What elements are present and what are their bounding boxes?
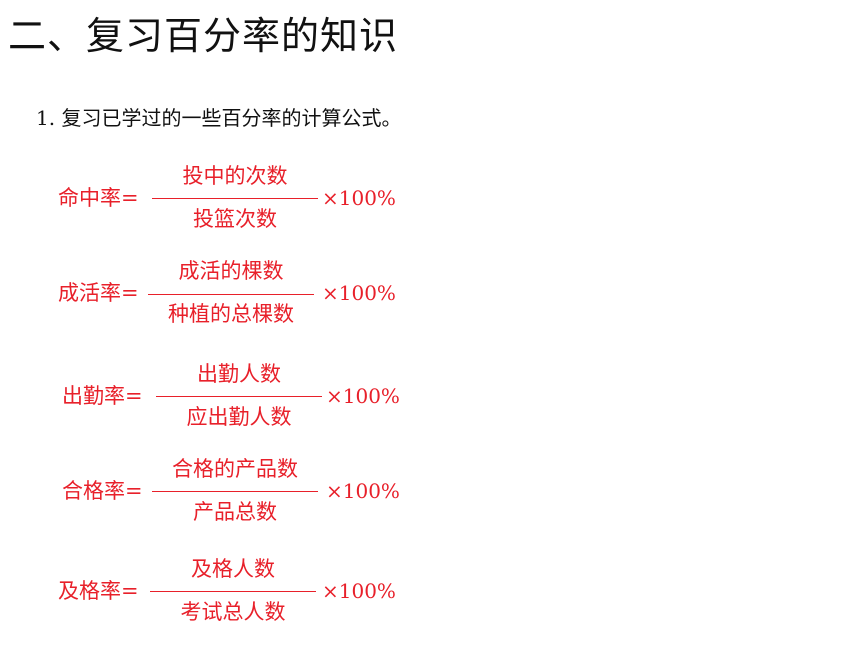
fraction-bar	[152, 198, 318, 199]
formula-denominator: 产品总数	[193, 500, 277, 524]
formula-denominator: 考试总人数	[180, 600, 286, 624]
fraction-bar	[156, 396, 322, 397]
formula-multiplier: ×100%	[322, 579, 396, 603]
formula-lhs: 合格率=	[62, 479, 143, 503]
formula-lhs: 成活率=	[58, 281, 139, 305]
formula-multiplier: ×100%	[326, 384, 400, 408]
formula-lhs: 命中率=	[58, 186, 139, 210]
formula-numerator: 合格的产品数	[172, 457, 298, 481]
formula-numerator: 及格人数	[191, 557, 275, 581]
formula-multiplier: ×100%	[326, 479, 400, 503]
section-subtitle: 1. 复习已学过的一些百分率的计算公式。	[36, 106, 402, 130]
formula-denominator: 种植的总棵数	[168, 302, 294, 326]
page-title: 二、复习百分率的知识	[8, 14, 399, 58]
formula-numerator: 出勤人数	[197, 362, 281, 386]
formula-denominator: 应出勤人数	[186, 405, 292, 429]
formula-denominator: 投篮次数	[193, 207, 277, 231]
formula-lhs: 出勤率=	[62, 384, 143, 408]
formula-lhs: 及格率=	[58, 579, 139, 603]
fraction-bar	[148, 294, 314, 295]
formula-multiplier: ×100%	[322, 186, 396, 210]
formula-numerator: 成活的棵数	[178, 259, 284, 283]
formula-multiplier: ×100%	[322, 281, 396, 305]
fraction-bar	[152, 491, 318, 492]
formula-numerator: 投中的次数	[182, 164, 288, 188]
fraction-bar	[150, 591, 316, 592]
